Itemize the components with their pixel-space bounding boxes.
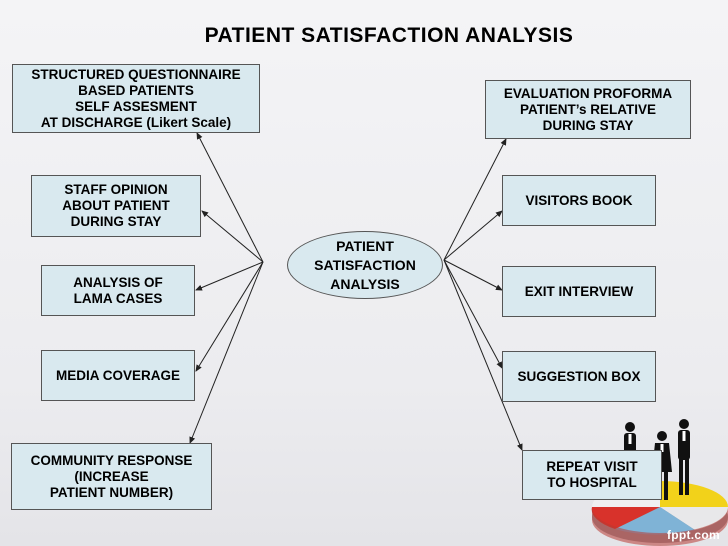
node-lama-cases: ANALYSIS OF LAMA CASES <box>41 265 195 316</box>
arrow-to-visitors-book <box>443 210 503 261</box>
hub-patient-satisfaction-analysis: PATIENT SATISFACTION ANALYSIS <box>287 231 443 299</box>
node-staff-opinion: STAFF OPINION ABOUT PATIENT DURING STAY <box>31 175 201 237</box>
arrow-to-exit-interview <box>443 259 503 291</box>
business-people-illustration <box>591 419 728 546</box>
arrow-to-lama-cases <box>195 261 264 291</box>
node-exit-interview: EXIT INTERVIEW <box>502 266 656 317</box>
arrow-to-questionnaire <box>196 132 264 263</box>
fppt-logo: fppt.com <box>666 528 720 542</box>
node-visitors-book: VISITORS BOOK <box>502 175 656 226</box>
diagram-title: PATIENT SATISFACTION ANALYSIS <box>204 24 574 47</box>
node-evaluation-proforma: EVALUATION PROFORMA PATIENT’s RELATIVE D… <box>485 80 691 139</box>
arrow-to-media-coverage <box>195 261 264 372</box>
arrow-to-staff-opinion <box>201 210 264 263</box>
node-structured-questionnaire: STRUCTURED QUESTIONNAIRE BASED PATIENTS … <box>12 64 260 133</box>
arrow-to-suggestion-box <box>443 259 503 369</box>
node-repeat-visit: REPEAT VISIT TO HOSPITAL <box>522 450 662 500</box>
arrow-to-evaluation-proforma <box>443 138 507 261</box>
arrow-to-community-response <box>189 261 264 444</box>
node-media-coverage: MEDIA COVERAGE <box>41 350 195 401</box>
node-community-response: COMMUNITY RESPONSE (INCREASE PATIENT NUM… <box>11 443 212 510</box>
node-suggestion-box: SUGGESTION BOX <box>502 351 656 402</box>
